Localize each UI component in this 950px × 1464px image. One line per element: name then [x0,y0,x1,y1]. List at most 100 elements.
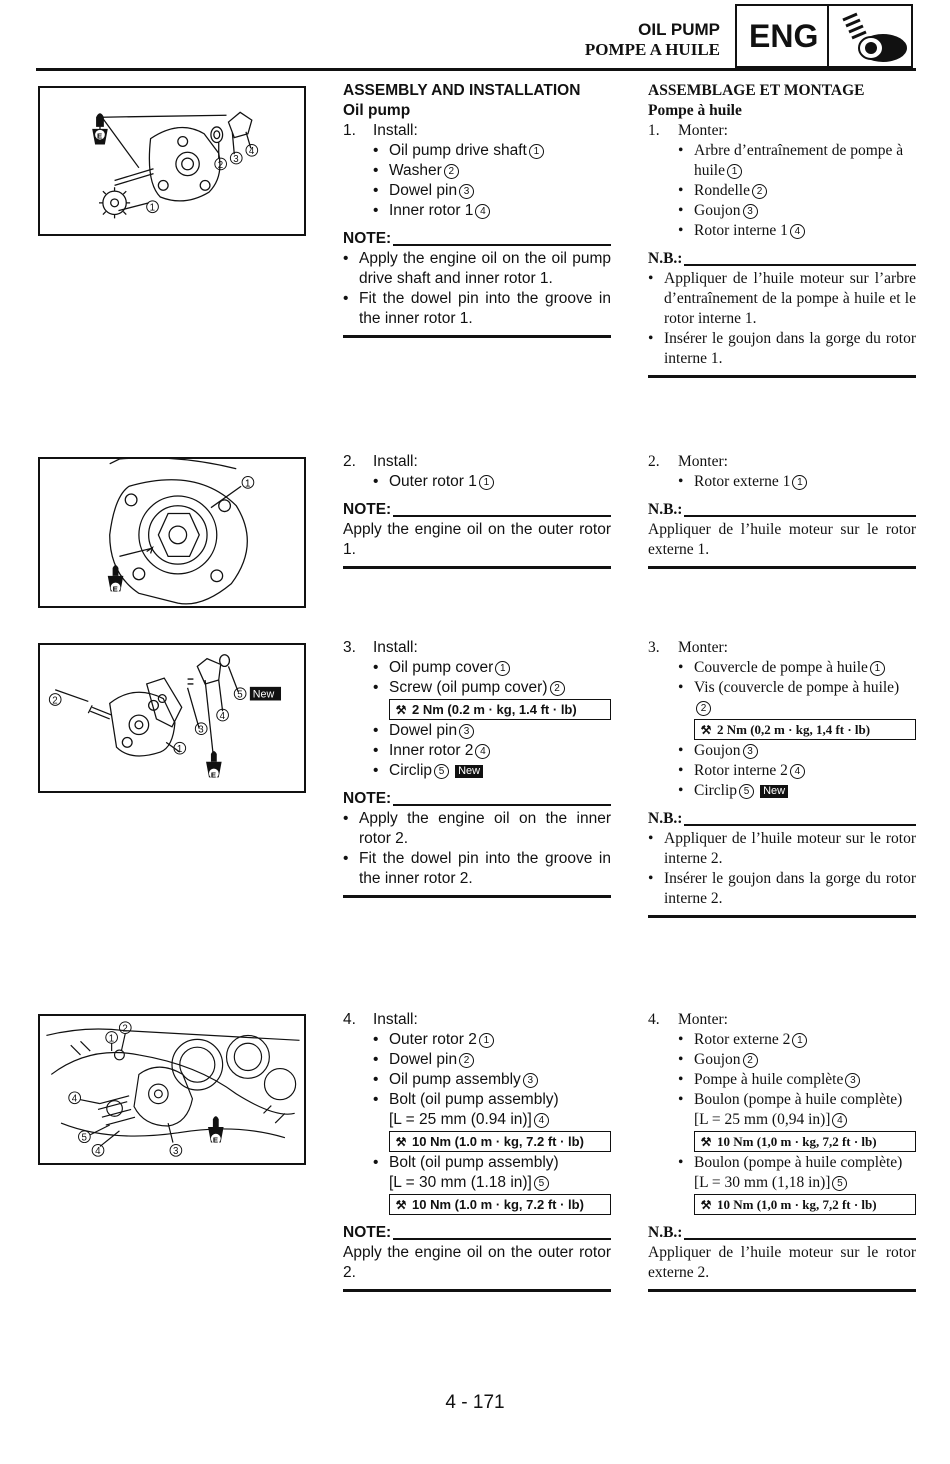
section2-fr: 2.Monter: Rotor externe 11 N.B.: Appliqu… [648,452,916,569]
torque-wrench-icon: ⚒ [395,1134,407,1149]
step-label: Install: [373,639,418,656]
figure-outer-rotor-1: E 1 [38,457,306,608]
torque-wrench-icon: ⚒ [395,702,407,717]
list-item: Rotor externe 2 [694,1031,791,1048]
callout-3: 3 [233,154,238,165]
list-item: Circlip [389,762,433,779]
callout-3: 3 [198,725,203,736]
list-item: Boulon (pompe à huile complète) [694,1091,903,1108]
callout-4: 4 [72,1094,78,1105]
list-item: Bolt (oil pump assembly) [389,1154,559,1171]
header-title-en: OIL PUMP [638,20,720,39]
note-text: Apply the engine oil on the outer rotor … [343,521,611,558]
step-label-fr: Monter: [678,453,728,470]
callout-1: 1 [245,478,250,489]
torque-spec: ⚒2 Nm (0.2 m · kg, 1.4 ft · lb) [389,699,611,720]
list-item: Inner rotor 2 [389,742,474,759]
new-badge: New [253,689,275,701]
engine-gear-icon [842,12,907,62]
list-item: Rotor interne 1 [694,222,788,239]
note-item: Fit the dowel pin into the groove in the… [343,289,611,329]
figure-oil-pump-drive-shaft: E 1 2 3 4 [38,86,306,236]
list-item: Arbre d’entraînement de pompe à huile [694,142,904,179]
note-heading-fr: N.B.: [648,810,683,827]
crankcase-oil-pump-illustration: E 2 1 4 5 4 3 [46,1021,300,1157]
callout-1: 1 [109,1033,114,1044]
list-item: Dowel pin [389,722,458,739]
figure-oil-pump-cover: E 2 1 3 4 5 New [38,643,306,793]
header-rule [36,68,916,71]
oil-pump-exploded-illustration: E 1 2 3 4 [92,111,259,219]
list-item: Goujon [694,1051,741,1068]
svg-text:E: E [213,1136,218,1145]
subheading: Oil pump [343,102,411,119]
list-item: Oil pump cover [389,659,494,676]
assembly-heading: ASSEMBLY AND INSTALLATION [343,82,581,99]
new-badge: New [455,765,484,778]
new-badge: New [760,785,789,798]
note-item: Appliquer de l’huile moteur sur le rotor… [648,829,916,869]
list-item: Oil pump assembly [389,1071,521,1088]
list-item: Bolt (oil pump assembly) [389,1091,559,1108]
list-item: Rondelle [694,182,750,199]
callout-5: 5 [81,1133,86,1144]
torque-spec: ⚒10 Nm (1.0 m · kg, 7.2 ft · lb) [389,1131,611,1152]
list-item: Rotor externe 1 [694,473,791,490]
section2-en: 2.Install: Outer rotor 11 NOTE: Apply th… [343,452,611,569]
note-item: Fit the dowel pin into the groove in the… [343,849,611,889]
list-item: Couvercle de pompe à huile [694,659,868,676]
note-item: Appliquer de l’huile moteur sur l’arbre … [648,269,916,329]
step-label-fr: Monter: [678,1011,728,1028]
section-badge: ENG [735,4,913,68]
callout-1: 1 [150,203,155,214]
assembly-heading-fr: ASSEMBLAGE ET MONTAGE [648,82,865,99]
torque-spec: ⚒10 Nm (1.0 m · kg, 7.2 ft · lb) [389,1194,611,1215]
note-heading: NOTE: [343,230,392,247]
section1-fr: ASSEMBLAGE ET MONTAGE Pompe à huile 1.Mo… [648,81,916,378]
oil-pump-cover-illustration: E 2 1 3 4 5 New [48,654,282,779]
callout-5: 5 [237,690,242,701]
list-item: Vis (couvercle de pompe à huile) [694,679,900,696]
svg-text:4: 4 [95,1146,101,1157]
list-item: Oil pump drive shaft [389,142,527,159]
callout-2: 2 [122,1024,127,1035]
list-item: Screw (oil pump cover) [389,679,548,696]
note-heading: NOTE: [343,790,392,807]
step-label: Install: [373,1011,418,1028]
note-item: Insérer le goujon dans la gorge du rotor… [648,329,916,369]
page-number: 4 - 171 [445,1392,505,1413]
list-item: Outer rotor 1 [389,473,477,490]
section1-en: ASSEMBLY AND INSTALLATION Oil pump 1.Ins… [343,81,611,338]
torque-wrench-icon: ⚒ [700,1197,712,1212]
list-item: Washer [389,162,442,179]
svg-text:E: E [113,584,118,593]
step-label: Install: [373,122,418,139]
note-item: Apply the engine oil on the oil pump dri… [343,249,611,289]
note-item: Insérer le goujon dans la gorge du rotor… [648,869,916,909]
outer-rotor-illustration: E 1 [107,459,255,605]
header-title-fr: POMPE A HUILE [584,40,720,59]
callout-4: 4 [220,711,226,722]
torque-wrench-icon: ⚒ [395,1197,407,1212]
note-item: Apply the engine oil on the inner rotor … [343,809,611,849]
list-item: Dowel pin [389,182,458,199]
step-label-fr: Monter: [678,122,728,139]
callout-4: 4 [249,146,255,157]
note-heading-fr: N.B.: [648,250,683,267]
oil-marker-label: E [97,132,102,141]
svg-text:E: E [211,770,216,779]
figure-oil-pump-assembly: E 2 1 4 5 4 3 [38,1014,306,1165]
note-text-fr: Appliquer de l’huile moteur sur le rotor… [648,521,916,558]
note-text-fr: Appliquer de l’huile moteur sur le rotor… [648,1244,916,1281]
list-item: Goujon [694,742,741,759]
list-item: Dowel pin [389,1051,458,1068]
list-item: Rotor interne 2 [694,762,788,779]
list-item: Pompe à huile complète [694,1071,844,1088]
subheading-fr: Pompe à huile [648,102,742,119]
note-heading-fr: N.B.: [648,501,683,518]
list-item: Circlip [694,782,738,799]
